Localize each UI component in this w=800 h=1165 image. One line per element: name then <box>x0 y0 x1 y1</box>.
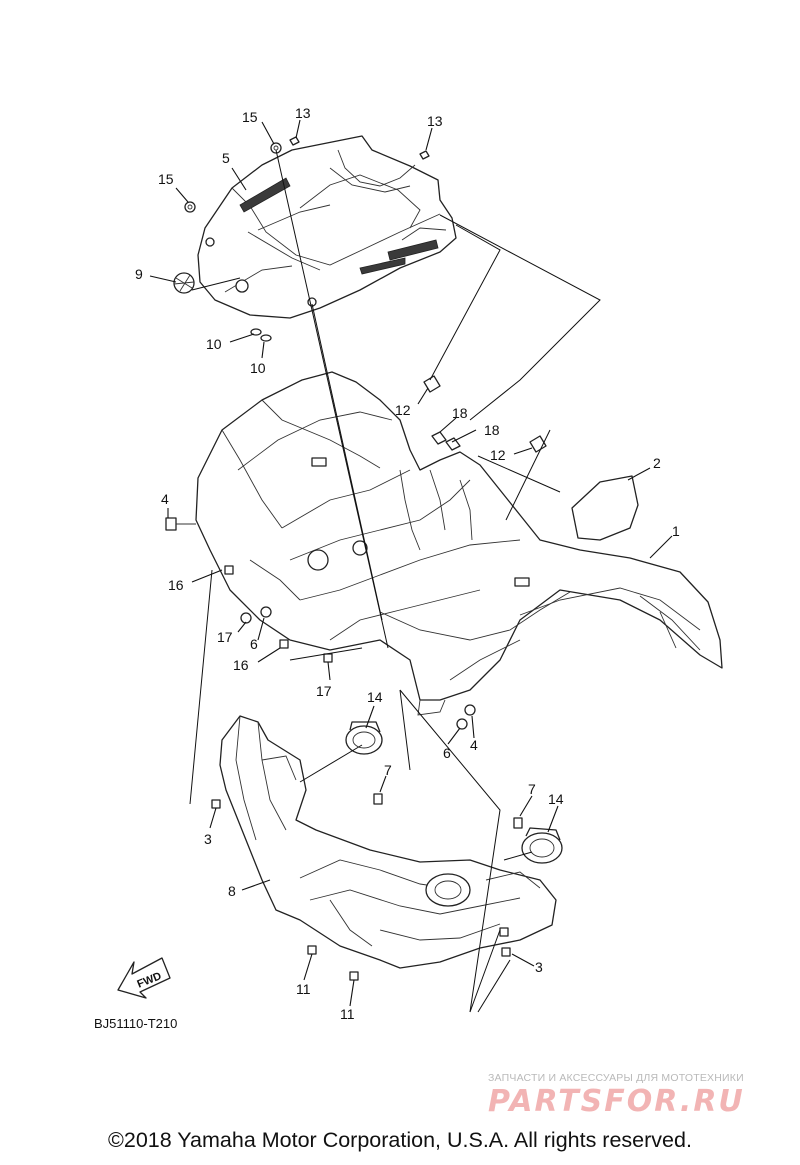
callout-12: 12 <box>490 447 506 463</box>
front-fender-part-1 <box>195 371 723 716</box>
callout-6: 6 <box>250 636 258 652</box>
callout-16: 16 <box>168 577 184 593</box>
callout-7: 7 <box>384 762 392 778</box>
callout-10: 10 <box>206 336 222 352</box>
callout-10: 10 <box>250 360 266 376</box>
callout-4: 4 <box>161 491 169 507</box>
callout-17: 17 <box>217 629 233 645</box>
callout-12: 12 <box>395 402 411 418</box>
lower-guard-part-8 <box>219 715 557 969</box>
socket-part-14-right <box>521 827 563 864</box>
fwd-arrow: FWD <box>117 957 171 999</box>
callout-13: 13 <box>295 105 311 121</box>
reflector-part-2 <box>571 475 639 541</box>
callout-6: 6 <box>443 745 451 761</box>
callout-18: 18 <box>452 405 468 421</box>
callout-7: 7 <box>528 781 536 797</box>
callout-18: 18 <box>484 422 500 438</box>
callout-numbers: 15 13 13 5 15 9 10 10 12 18 18 12 2 1 4 … <box>135 105 680 1022</box>
callout-15: 15 <box>242 109 258 125</box>
callout-4: 4 <box>470 737 478 753</box>
callout-2: 2 <box>653 455 661 471</box>
leader-lines <box>149 119 673 1007</box>
callout-11: 11 <box>340 1006 355 1022</box>
assembly-lines <box>189 149 601 1013</box>
callout-9: 9 <box>135 266 143 282</box>
callout-17: 17 <box>316 683 332 699</box>
callout-3: 3 <box>204 831 212 847</box>
callout-14: 14 <box>548 791 564 807</box>
callout-14: 14 <box>367 689 383 705</box>
callout-11: 11 <box>296 981 311 997</box>
diagram-code: BJ51110-T210 <box>94 1016 178 1031</box>
socket-part-14-left <box>345 721 383 755</box>
callout-16: 16 <box>233 657 249 673</box>
callout-5: 5 <box>222 150 230 166</box>
callout-3: 3 <box>535 959 543 975</box>
callout-8: 8 <box>228 883 236 899</box>
callout-13: 13 <box>427 113 443 129</box>
watermark-tagline: ЗАПЧАСТИ И АКСЕССУАРЫ ДЛЯ МОТОТЕХНИКИ <box>488 1072 744 1084</box>
watermark-logo: PARTSFOR.RU <box>488 1084 745 1119</box>
callout-15: 15 <box>158 171 174 187</box>
callout-1: 1 <box>672 523 680 539</box>
front-panel-part-5 <box>197 135 457 319</box>
copyright-notice: ©2018 Yamaha Motor Corporation, U.S.A. A… <box>108 1128 692 1152</box>
